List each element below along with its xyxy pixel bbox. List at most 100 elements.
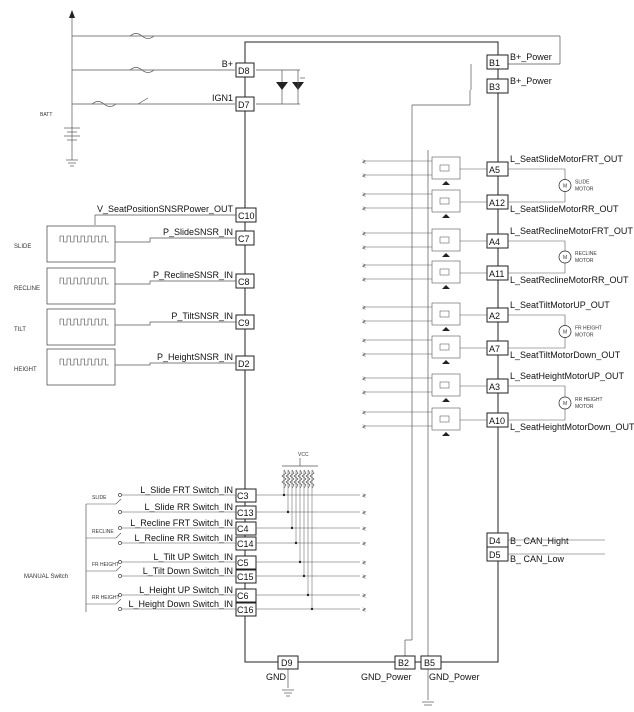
switch-contact: [118, 541, 122, 545]
motor-label: RR HEIGHT: [575, 397, 603, 403]
signal-label: L_Slide RR Switch_IN: [144, 502, 233, 512]
signal-label: L_SeatTiltMotorDown_OUT: [510, 350, 621, 360]
signal-label: L_SeatHeightMotorDown_OUT: [510, 422, 634, 432]
signal-label: P_ReclineSNSR_IN: [153, 270, 233, 280]
pin-label: D9: [281, 658, 293, 668]
relay-coil: [439, 268, 450, 276]
pin-box: [235, 488, 257, 503]
motor-label: RECLINE: [575, 251, 597, 257]
pin-label: C7: [238, 234, 250, 244]
signal-label: L_Tilt Down Switch_IN: [143, 566, 233, 576]
sensor-waveform: [59, 318, 109, 326]
sensor-box: [46, 308, 116, 346]
pullup-resistor: [301, 469, 307, 489]
signal-label: V_SeatPositionSNSRPower_OUT: [97, 204, 234, 214]
diode-mark: [442, 360, 450, 364]
motor-label: MOTOR: [575, 258, 594, 264]
sensor-signal-wire: [115, 280, 236, 285]
relay-box: [431, 189, 461, 213]
pin-box: [235, 536, 257, 551]
signal-label: P_TiltSNSR_IN: [171, 311, 233, 321]
motor-label: MOTOR: [575, 404, 594, 410]
pin-label: C5: [237, 558, 249, 568]
diode-mark: [442, 285, 450, 289]
relay-coil: [439, 197, 450, 205]
motor-label: MOTOR: [575, 187, 594, 193]
diode-mark: [442, 327, 450, 331]
diode-mark: [442, 398, 450, 402]
ground-mark: ≷: [362, 277, 366, 283]
motor-symbol: [558, 250, 572, 264]
pin-label: A4: [489, 237, 500, 247]
pullup-resistor: [305, 469, 311, 489]
pullup-resistor: [293, 469, 299, 489]
sensor-label: TILT: [14, 327, 26, 333]
internal-bus: [282, 90, 471, 706]
switch-group-label: RECLINE: [92, 529, 114, 535]
motor-symbol: [558, 179, 572, 192]
ground-mark: ≷: [362, 526, 366, 532]
junction-dot: [286, 510, 290, 514]
sensor-signal-wire: [115, 362, 236, 366]
pin-label: C6: [237, 591, 249, 601]
pin-label: C4: [237, 524, 249, 534]
motor-symbol: [558, 396, 572, 410]
signal-label: L_Tilt UP Switch_IN: [153, 552, 233, 562]
signal-label: IGN1: [212, 93, 233, 103]
signal-label: L_Height Down Switch_IN: [128, 599, 233, 609]
signal-label: B+_Power: [510, 76, 552, 86]
relay-coil: [439, 164, 450, 172]
switch-contact: [118, 607, 122, 611]
pin-label: C3: [237, 491, 249, 501]
pin-label: C15: [237, 572, 254, 582]
pullup-resistor: [309, 469, 315, 489]
pin-label: B3: [489, 82, 500, 92]
pin-box: [235, 602, 257, 617]
diode-mark: [442, 432, 450, 436]
ground-mark: ≷: [362, 173, 366, 179]
ground-mark: ≷: [362, 231, 366, 237]
pin-box: [235, 505, 257, 520]
sensor-box: [46, 225, 116, 263]
h-bridge-group: ≷≷≷≷≷≷≷≷≷≷≷≷≷≷≷≷: [362, 156, 487, 436]
ground-mark: ≷: [362, 410, 366, 416]
pin-label: C9: [238, 318, 250, 328]
signal-label: L_SeatReclineMotorFRT_OUT: [510, 226, 633, 236]
signal-label: L_SeatReclineMotorRR_OUT: [510, 275, 629, 285]
pin-box: [420, 655, 442, 670]
motor-mark: M: [563, 184, 567, 190]
junction-dot: [306, 593, 310, 597]
power-supply-section: [64, 10, 561, 167]
pin-box: [235, 62, 255, 78]
motor-wire: [508, 314, 566, 326]
relay-box: [431, 407, 461, 431]
batt-label: BATT: [40, 112, 52, 118]
junction-dot: [298, 560, 302, 564]
junction-dot: [294, 541, 298, 545]
pin-label: B5: [424, 658, 435, 668]
pin-label: A11: [489, 269, 504, 279]
pin-label: B1: [489, 58, 500, 68]
sensor-waveform: [59, 277, 109, 285]
signal-label: GND: [266, 672, 287, 682]
pin-box: [235, 588, 257, 603]
ground-mark: ≷: [362, 159, 366, 165]
diode-mark: [442, 181, 450, 185]
pin-box: [235, 96, 255, 112]
signal-label: L_SeatHeightMotorUP_OUT: [510, 371, 625, 381]
signal-label: L_Recline FRT Switch_IN: [130, 518, 233, 528]
signal-label: B_ CAN_Hight: [510, 536, 569, 546]
switch-contact: [118, 510, 122, 514]
ground-mark: ≷: [362, 574, 366, 580]
motor-wire: [508, 240, 566, 251]
ground-mark: ≷: [362, 424, 366, 430]
signal-label: L_SeatTiltMotorUP_OUT: [510, 300, 610, 310]
switch-contact: [118, 526, 122, 530]
relay-coil: [439, 381, 450, 389]
sensor-label: HEIGHT: [14, 367, 37, 373]
switch-blade: [115, 498, 122, 505]
pin-box: [235, 555, 257, 570]
switch-group-label: FR HEIGHT: [92, 562, 119, 568]
